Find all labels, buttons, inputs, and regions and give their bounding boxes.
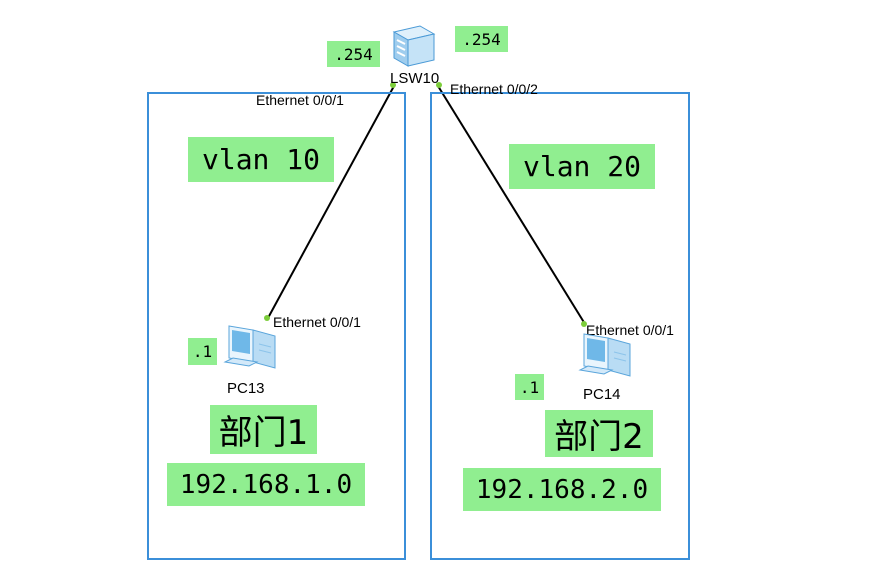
vlan10-zone [147,92,406,560]
pc13-node[interactable] [223,322,277,374]
link-switch-pc14 [437,85,586,325]
pc13-port-dot [264,315,270,321]
switch-node[interactable] [390,22,438,70]
dept2-label: 部门2 [545,410,653,457]
pc-icon [578,333,631,377]
pc-icon [223,325,276,369]
switch-port-left-dot [390,82,396,88]
pc14-name: PC14 [583,386,621,403]
pc13-ip: .1 [188,338,217,365]
switch-ip-left: .254 [327,41,380,67]
dept1-label: 部门1 [210,405,317,454]
switch-name: LSW10 [390,70,440,87]
pc14-port-dot [581,321,587,327]
switch-ip-right: .254 [455,26,508,52]
network1-label: 192.168.1.0 [167,463,365,506]
network2-label: 192.168.2.0 [463,468,661,511]
vlan20-zone [430,92,690,560]
pc13-name: PC13 [227,380,265,397]
switch-port-right-dot [436,82,442,88]
pc14-port-label: Ethernet 0/0/1 [586,322,674,338]
switch-port-left-label: Ethernet 0/0/1 [256,92,344,108]
pc14-ip: .1 [515,374,544,400]
pc13-port-label: Ethernet 0/0/1 [273,314,361,330]
vlan10-label: vlan 10 [188,137,334,182]
switch-port-right-label: Ethernet 0/0/2 [450,81,538,97]
link-switch-pc13 [267,85,395,319]
vlan20-label: vlan 20 [509,144,655,189]
switch-icon [392,25,436,67]
pc14-node[interactable] [578,330,632,382]
